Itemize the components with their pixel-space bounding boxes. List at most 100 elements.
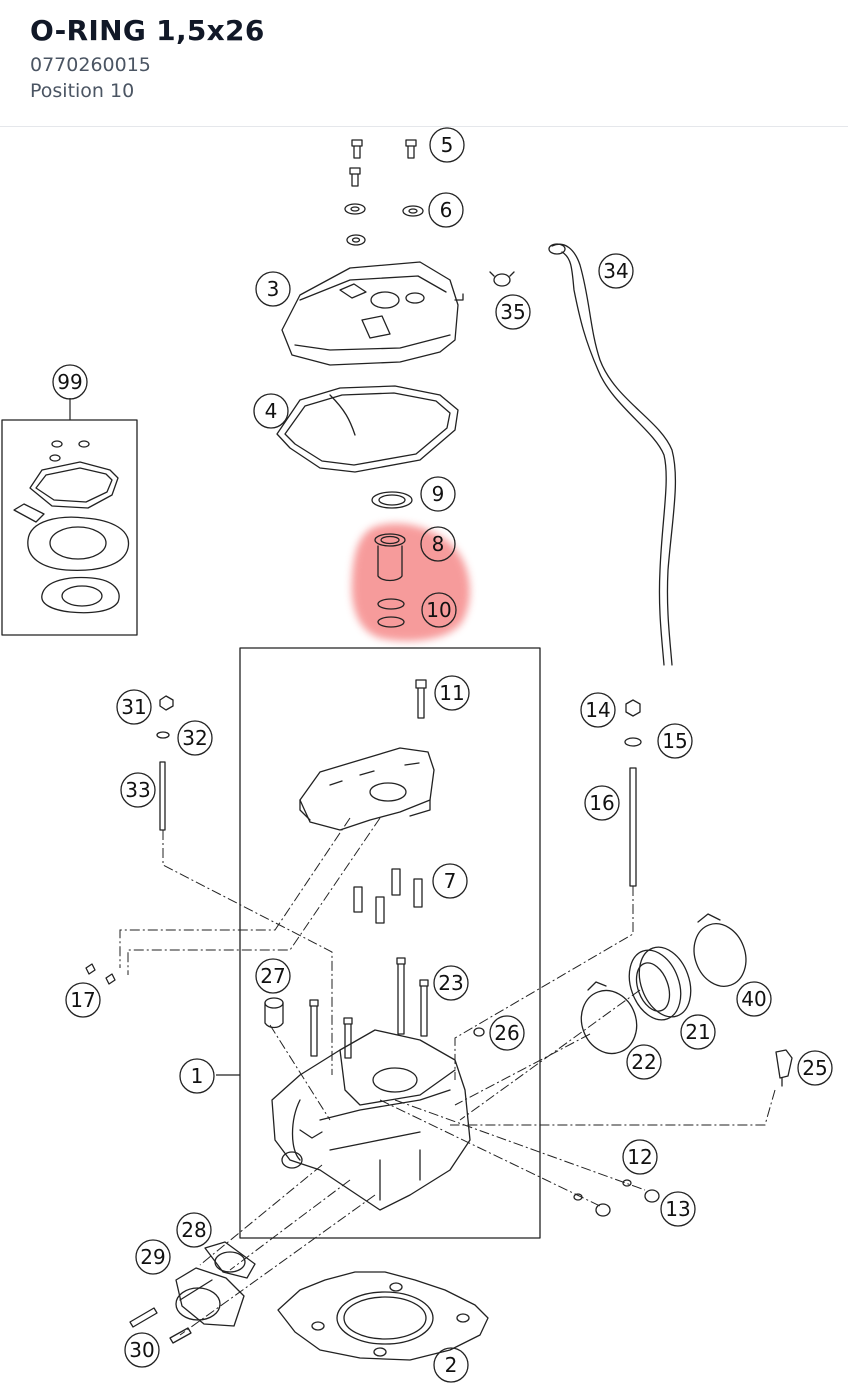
sensor-sleeve-part-27[interactable] [264,997,284,1029]
callout-99[interactable]: 99 [52,364,88,400]
washer-part-12[interactable] [573,1179,632,1201]
callout-35[interactable]: 35 [495,294,531,330]
callout-circle [420,526,456,562]
callout-27[interactable]: 27 [255,958,291,994]
cylinder-head-group-frame [239,647,541,1239]
callout-6[interactable]: 6 [428,192,464,228]
callout-2[interactable]: 2 [433,1347,469,1383]
callout-5[interactable]: 5 [429,127,465,163]
callout-circle [598,253,634,289]
callout-25[interactable]: 25 [797,1050,833,1086]
screw-plug-part-13[interactable] [595,1189,660,1217]
callout-circle [680,1014,716,1050]
callout-label: 15 [662,729,687,753]
washer-part-32[interactable] [156,731,170,739]
callout-16[interactable]: 16 [584,785,620,821]
callout-circle [176,1212,212,1248]
intake-boot-part-21[interactable] [620,940,700,1027]
callout-label: 17 [70,988,95,1012]
callout-circle [421,592,457,628]
nut-part-14[interactable] [625,699,641,717]
callout-10[interactable]: 10 [421,592,457,628]
gasket-part-28[interactable] [204,1241,256,1279]
callout-40[interactable]: 40 [736,981,772,1017]
callout-22[interactable]: 22 [626,1044,662,1080]
callout-23[interactable]: 23 [433,965,469,1001]
callout-3[interactable]: 3 [255,271,291,307]
seal-washer-part-6[interactable] [344,203,424,246]
callout-label: 23 [438,971,463,995]
camshaft-carrier[interactable] [299,747,435,831]
bolt-part-5[interactable] [349,139,417,187]
washer-part-15[interactable] [624,737,642,747]
gasket-kit-part-99[interactable] [1,419,138,636]
intake-flange-part-29[interactable] [175,1267,245,1327]
callout-21[interactable]: 21 [680,1014,716,1050]
callout-label: 22 [631,1050,656,1074]
callout-32[interactable]: 32 [177,720,213,756]
callout-circle [489,1015,525,1051]
callout-label: 28 [181,1218,206,1242]
valve-cover-part-3[interactable] [281,261,464,366]
callout-circle [626,1044,662,1080]
callout-label: 31 [121,695,146,719]
callout-circle [797,1050,833,1086]
bolt-part-11[interactable] [415,679,427,719]
callout-label: 32 [182,726,207,750]
valve-cover-gasket-part-4[interactable] [276,385,459,473]
callout-14[interactable]: 14 [580,692,616,728]
callout-12[interactable]: 12 [622,1139,658,1175]
callout-30[interactable]: 30 [124,1332,160,1368]
callout-label: 9 [432,482,445,506]
callout-circle [428,192,464,228]
callout-circle [179,1058,215,1094]
callout-label: 26 [494,1021,519,1045]
callout-label: 13 [665,1197,690,1221]
callout-circle [580,692,616,728]
callout-circle [584,785,620,821]
plug-part-26[interactable] [473,1027,485,1037]
callout-11[interactable]: 11 [434,675,470,711]
callout-circle [65,982,101,1018]
spark-plug-sleeve-part-8[interactable] [374,533,406,582]
callout-17[interactable]: 17 [65,982,101,1018]
callout-34[interactable]: 34 [598,253,634,289]
breather-hose-part-34[interactable] [548,243,677,666]
stud-part-23[interactable] [309,957,429,1059]
callout-4[interactable]: 4 [253,393,289,429]
clamp-part-22[interactable] [573,981,646,1061]
callout-label: 5 [441,133,454,157]
callout-7[interactable]: 7 [432,863,468,899]
stud-part-16[interactable] [629,767,637,887]
callout-31[interactable]: 31 [116,689,152,725]
callout-label: 30 [129,1338,154,1362]
washer-part-9[interactable] [371,491,413,509]
callout-label: 11 [439,681,464,705]
callout-label: 33 [125,778,150,802]
temperature-sensor-part-25[interactable] [775,1049,793,1087]
callout-circle [495,294,531,330]
head-gasket-part-2[interactable] [277,1271,489,1361]
callout-9[interactable]: 9 [420,476,456,512]
stud-part-33[interactable] [159,761,166,831]
callout-circle [433,1347,469,1383]
callout-13[interactable]: 13 [660,1191,696,1227]
hose-clamp-part-35[interactable] [489,271,515,287]
callout-26[interactable]: 26 [489,1015,525,1051]
callout-circle [52,364,88,400]
callout-label: 99 [57,370,82,394]
bolt-part-30[interactable] [129,1307,192,1344]
callout-33[interactable]: 33 [120,772,156,808]
clamp-part-40[interactable] [686,913,755,994]
callout-15[interactable]: 15 [657,723,693,759]
callout-29[interactable]: 29 [135,1239,171,1275]
o-ring-part-10[interactable] [377,598,405,628]
callout-8[interactable]: 8 [420,526,456,562]
valve-guides-part-7[interactable] [353,868,423,924]
callout-label: 6 [440,198,453,222]
plug-part-17[interactable] [85,963,116,985]
nut-part-31[interactable] [159,695,174,711]
callout-28[interactable]: 28 [176,1212,212,1248]
callout-1[interactable]: 1 [179,1058,215,1094]
cylinder-head-part-1[interactable] [271,1029,471,1211]
